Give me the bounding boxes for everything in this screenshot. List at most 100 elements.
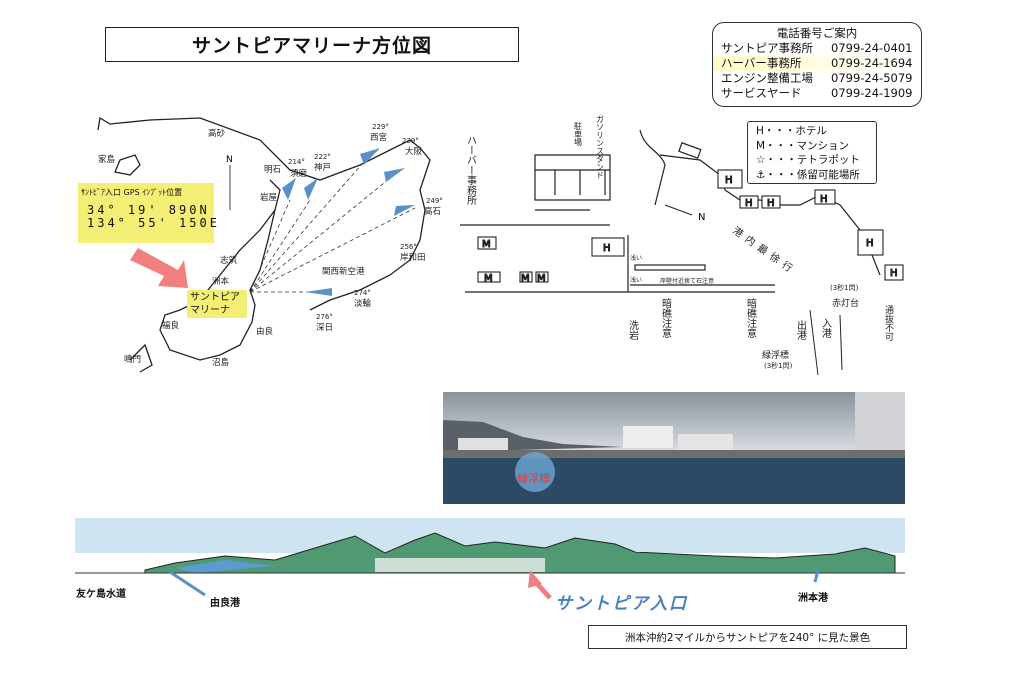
place-labels: 高砂 家島 明石 須磨 神戸 西宮 大阪 高石 岸和田 関西新空港 淡輪 深日 … — [98, 128, 441, 368]
phone-number: 0799-24-1909 — [831, 86, 913, 100]
svg-text:浅い: 浅い — [630, 276, 642, 284]
buoy-label: 緑浮標 — [517, 471, 550, 485]
svg-text:249°: 249° — [426, 197, 443, 205]
legend-mansion: M・・・マンション — [756, 139, 850, 152]
svg-text:M: M — [537, 273, 546, 284]
svg-text:高石: 高石 — [424, 206, 441, 217]
svg-text:沼島: 沼島 — [212, 357, 230, 368]
mansion-marker: M — [477, 236, 497, 251]
svg-text:志筑: 志筑 — [220, 255, 238, 266]
svg-text:暗礁注意: 暗礁注意 — [745, 297, 757, 338]
svg-text:(3秒1閃): (3秒1閃) — [764, 361, 793, 370]
svg-text:大阪: 大阪 — [405, 146, 423, 157]
svg-text:福良: 福良 — [162, 320, 180, 331]
svg-text:洲本: 洲本 — [212, 276, 230, 287]
marina-label-line: サントピア — [190, 292, 240, 303]
harbor-photo: 緑浮標 — [443, 392, 905, 504]
svg-text:M: M — [484, 273, 493, 284]
coastline — [97, 116, 431, 373]
gps-longitude: 134° 55' 150E — [87, 216, 220, 230]
svg-text:由良: 由良 — [256, 326, 274, 337]
legend-mooring: ⚓・・・係留可能場所 — [756, 168, 860, 181]
harbor-map: H H H H H H H M M M M N ハーバー事務所 ガソリンスタンド… — [460, 115, 904, 376]
svg-text:222°: 222° — [314, 153, 331, 161]
marina-label-line: マリーナ — [190, 305, 230, 316]
svg-text:出港: 出港 — [795, 319, 807, 340]
svg-text:H: H — [745, 198, 753, 209]
panorama-caption: 洲本沖約2マイルからサントピアを240° に見た景色 — [588, 625, 907, 649]
north-arrow: N — [664, 204, 705, 223]
svg-text:淡輪: 淡輪 — [354, 298, 372, 309]
svg-text:岸壁付近捨て石注意: 岸壁付近捨て石注意 — [660, 277, 714, 285]
svg-text:239°: 239° — [402, 137, 419, 145]
svg-text:緑浮標: 緑浮標 — [762, 349, 789, 361]
page-title: サントピアマリーナ方位図 — [105, 27, 519, 62]
svg-text:赤灯台: 赤灯台 — [832, 297, 859, 309]
hotel-marker: H — [884, 264, 904, 281]
phone-name: エンジン整備工場 — [721, 71, 813, 85]
mansion-marker: M — [519, 271, 533, 285]
svg-text:(3秒1閃): (3秒1閃) — [830, 283, 859, 292]
coastline-panorama — [75, 518, 905, 580]
marina-location-label: サントピア マリーナ — [187, 290, 247, 318]
gps-info-box: ｻﾝﾄﾋﾟｱ入口 GPS ｲﾝﾌﾟｯﾄ位置 34° 19' 890N 134° … — [78, 183, 220, 243]
phone-number: 0799-24-5079 — [831, 71, 913, 85]
svg-text:岩屋: 岩屋 — [260, 192, 278, 203]
svg-text:N: N — [698, 212, 705, 223]
svg-text:岸和田: 岸和田 — [400, 253, 426, 263]
svg-text:H: H — [820, 194, 828, 205]
yura-pointer-arrow — [169, 570, 206, 597]
mansion-marker: M — [477, 271, 501, 285]
harbor-legend: H・・・ホテル M・・・マンション ☆・・・テトラポット ⚓・・・係留可能場所 — [747, 121, 877, 184]
svg-text:H: H — [866, 238, 874, 249]
svg-text:入港: 入港 — [820, 318, 832, 338]
svg-text:H: H — [767, 198, 775, 209]
svg-text:家島: 家島 — [98, 154, 116, 165]
phone-number: 0799-24-0401 — [831, 41, 913, 55]
panorama-pointers — [169, 570, 820, 600]
marina-pointer-arrow — [130, 248, 188, 288]
phone-row: ハーバー事務所 0799-24-1694 — [713, 56, 921, 71]
hotel-marker: H — [717, 169, 743, 189]
svg-text:暗礁注意: 暗礁注意 — [660, 297, 672, 338]
phone-row: サービスヤード 0799-24-1909 — [713, 86, 921, 101]
svg-text:256°: 256° — [400, 243, 417, 251]
phone-number: 0799-24-1694 — [831, 56, 913, 70]
phone-heading: 電話番号ご案内 — [776, 26, 858, 40]
hotel-marker: H — [739, 195, 759, 210]
tomogashima-label: 友ケ島水道 — [76, 589, 126, 600]
gps-latitude: 34° 19' 890N — [87, 203, 210, 217]
sumoto-port-label: 洲本港 — [798, 593, 828, 604]
hotel-marker: H — [591, 237, 625, 257]
area-map: N 高砂 家島 明石 須磨 神戸 西宮 大阪 高石 岸和田 関西新空港 淡輪 深… — [97, 116, 443, 373]
phone-name: ハーバー事務所 — [721, 56, 802, 70]
hotel-marker: H — [814, 189, 836, 206]
yura-port-label: 由良港 — [210, 598, 240, 609]
svg-text:鳴門: 鳴門 — [124, 354, 141, 365]
svg-text:M: M — [482, 239, 491, 250]
svg-text:H: H — [890, 268, 898, 279]
sumoto-pointer-arrow — [813, 570, 820, 583]
svg-text:神戸: 神戸 — [314, 162, 331, 173]
svg-text:深日: 深日 — [316, 323, 333, 333]
gps-title: ｻﾝﾄﾋﾟｱ入口 GPS ｲﾝﾌﾟｯﾄ位置 — [81, 188, 183, 197]
santopia-entry-label: サントピア入口 — [555, 594, 688, 614]
svg-text:西宮: 西宮 — [370, 132, 387, 143]
svg-text:関西新空港: 関西新空港 — [322, 266, 365, 277]
hotel-marker: H — [857, 229, 884, 256]
bearing-lines — [249, 154, 416, 293]
svg-text:M: M — [521, 273, 530, 284]
svg-text:須磨: 須磨 — [290, 168, 308, 179]
legend-tetrapod: ☆・・・テトラポット — [756, 154, 860, 166]
svg-text:高砂: 高砂 — [208, 128, 226, 139]
north-arrow: N — [226, 155, 233, 210]
hotel-marker: H — [761, 195, 781, 210]
svg-text:H: H — [603, 243, 611, 254]
bearing-arrows — [282, 148, 415, 296]
phone-row: エンジン整備工場 0799-24-5079 — [713, 71, 921, 86]
svg-text:浅い: 浅い — [630, 254, 642, 262]
phone-name: サービスヤード — [721, 86, 802, 100]
svg-text:明石: 明石 — [264, 165, 281, 175]
